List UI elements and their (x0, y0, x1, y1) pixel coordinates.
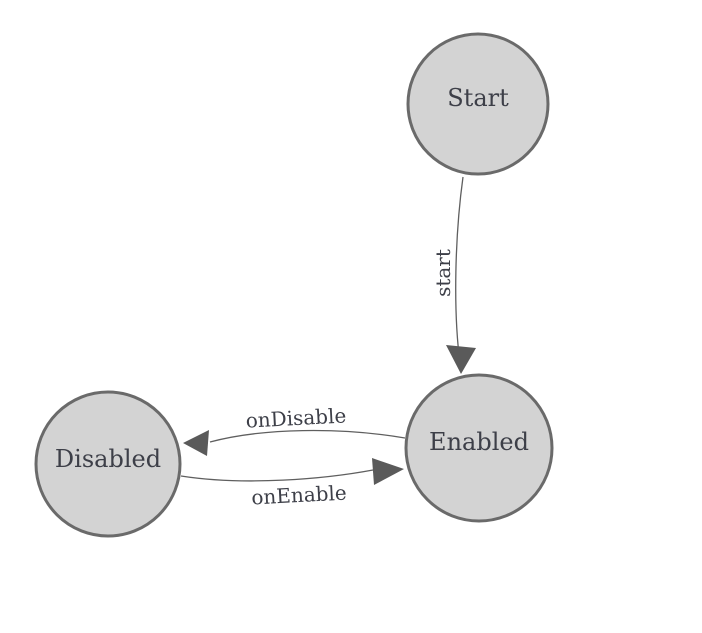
edge-enabled-to-disabled: onDisable (183, 403, 406, 456)
edge-line-start (455, 176, 464, 364)
state-node-start[interactable]: Start (406, 32, 550, 176)
edge-label-start: start (431, 249, 455, 297)
edge-start-to-enabled: start (431, 176, 476, 374)
state-label-enabled: Enabled (429, 428, 529, 456)
arrowhead-down-icon (446, 345, 476, 374)
state-circle-enabled[interactable] (404, 373, 554, 523)
edge-line-ondisable (209, 429, 406, 443)
edge-label-ondisable: onDisable (245, 403, 347, 432)
edge-label-onenable: onEnable (251, 481, 348, 510)
state-label-disabled: Disabled (55, 445, 161, 473)
arrowhead-left-icon (183, 430, 209, 456)
state-node-disabled[interactable]: Disabled (34, 390, 182, 538)
state-circle-start[interactable] (406, 32, 550, 176)
arrowhead-right-icon (372, 458, 404, 485)
state-circle-disabled[interactable] (34, 390, 182, 538)
state-label-start: Start (447, 84, 509, 112)
edge-line-onenable (180, 469, 374, 482)
edge-disabled-to-enabled: onEnable (180, 458, 404, 510)
state-node-enabled[interactable]: Enabled (404, 373, 554, 523)
